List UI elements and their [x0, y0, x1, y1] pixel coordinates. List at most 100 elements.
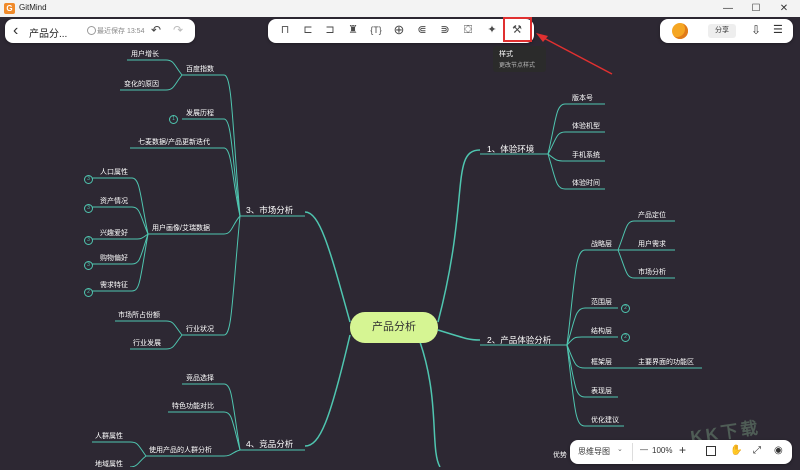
image-icon[interactable]: ⛋	[463, 24, 473, 36]
node-user-portrait[interactable]: 用户画像/艾瑞数据	[152, 225, 210, 232]
layout-icon[interactable]	[706, 446, 716, 456]
insert-child-icon[interactable]: ⊏	[303, 24, 313, 36]
node-user-growth[interactable]: 用户增长	[131, 51, 159, 58]
link-root-b3	[304, 211, 351, 323]
zoom-out-button[interactable]: —	[640, 445, 648, 454]
link-b1-c1	[547, 103, 605, 155]
node-industry[interactable]: 行业状况	[186, 326, 214, 333]
view-mode-select[interactable]: 思维导图	[578, 447, 610, 456]
link-strategy-c3	[617, 249, 675, 279]
add-icon[interactable]: ⊕	[393, 22, 405, 37]
node-optimize[interactable]: 优化建议	[591, 417, 619, 424]
fullscreen-icon[interactable]: ⤢	[753, 445, 761, 456]
node-qimai[interactable]: 七麦数据/产品更新迭代	[138, 139, 210, 146]
link-portrait-c1	[92, 177, 149, 235]
link-b2-optimize	[566, 344, 624, 427]
node-framework-child[interactable]: 主要界面的功能区	[638, 359, 694, 366]
collapse-badge-scope[interactable]: 2	[621, 304, 630, 313]
collapse-badge-history[interactable]: 1	[169, 115, 178, 124]
link-b1-c2	[547, 131, 605, 155]
node-interests[interactable]: 兴趣爱好	[100, 230, 128, 237]
preview-eye-icon[interactable]: ◉	[774, 445, 783, 456]
collapse-badge-demand[interactable]: 2	[84, 288, 93, 297]
share-button[interactable]: 分享	[708, 24, 736, 38]
node-framework[interactable]: 框架层	[591, 359, 612, 366]
node-advantage[interactable]: 优势	[553, 452, 567, 459]
branch-node-product-analysis[interactable]: 2、产品体验分析	[487, 335, 552, 345]
branch-node-competitor[interactable]: 4、竞品分析	[246, 439, 294, 449]
link-root-b4	[304, 334, 351, 447]
magic-icon[interactable]: ✦	[487, 24, 497, 36]
redo-icon[interactable]: ↷	[173, 23, 184, 37]
node-market[interactable]: 市场分析	[638, 269, 666, 276]
node-history[interactable]: 发展历程	[186, 110, 214, 117]
link-root-b1	[437, 149, 481, 323]
collapse-badge-demographics[interactable]: 3	[84, 175, 93, 184]
link-portrait-c3	[92, 233, 149, 240]
node-feature-compare[interactable]: 特色功能对比	[172, 403, 214, 410]
node-industry-dev[interactable]: 行业发展	[133, 340, 161, 347]
summary-icon[interactable]: {T}	[370, 25, 382, 35]
link-baidu-c1	[127, 59, 183, 76]
node-version[interactable]: 版本号	[572, 95, 593, 102]
node-demographics[interactable]: 人口属性	[100, 169, 128, 176]
link-portrait-c5	[92, 233, 149, 292]
tooltip-desc: 更改节点样式	[499, 63, 536, 69]
zoom-in-button[interactable]: +	[679, 443, 687, 457]
relation-icon[interactable]: ⋐	[417, 24, 427, 36]
node-structure[interactable]: 结构层	[591, 328, 612, 335]
menu-icon[interactable]: ☰	[773, 24, 783, 36]
collapse-badge-shopping[interactable]: 3	[84, 261, 93, 270]
collapse-badge-assets[interactable]: 3	[84, 204, 93, 213]
branch-node-market-analysis[interactable]: 3、市场分析	[246, 205, 294, 215]
back-button[interactable]: ‹	[13, 22, 19, 39]
link-b3-qimai	[130, 147, 241, 217]
node-time[interactable]: 体验时间	[572, 180, 600, 187]
node-competitor-select[interactable]: 竞品选择	[186, 375, 214, 382]
node-region-attr[interactable]: 地域属性	[95, 461, 123, 468]
collapse-badge-interests[interactable]: 3	[84, 236, 93, 245]
node-surface[interactable]: 表现层	[591, 388, 612, 395]
outline-icon[interactable]: ⋑	[440, 24, 450, 36]
style-icon[interactable]: ⚒	[512, 24, 522, 36]
insert-sibling-icon[interactable]: ⊐	[325, 24, 335, 36]
node-user-needs[interactable]: 用户需求	[638, 241, 666, 248]
node-user-group[interactable]: 使用产品的人群分析	[149, 447, 212, 454]
branch-node-experience-env[interactable]: 1、体验环境	[487, 144, 535, 154]
link-industry-c2	[130, 334, 183, 350]
node-change-reason[interactable]: 变化的原因	[124, 81, 159, 88]
tooltip-title: 样式	[499, 51, 513, 58]
planet-avatar-icon[interactable]	[672, 23, 688, 39]
node-demand[interactable]: 需求特征	[100, 282, 128, 289]
link-b4-sub2	[129, 455, 147, 467]
undo-icon[interactable]: ↶	[151, 23, 162, 37]
node-positioning[interactable]: 产品定位	[638, 212, 666, 219]
hand-tool-icon[interactable]: ✋	[730, 445, 743, 456]
export-icon[interactable]: ⇩	[751, 23, 762, 37]
minimize-button[interactable]: —	[723, 3, 733, 14]
link-root-b2	[437, 329, 481, 341]
document-title[interactable]: 产品分...	[29, 29, 68, 40]
divider	[632, 443, 633, 461]
chevron-down-icon: ⌄	[617, 446, 623, 453]
link-strategy-c1	[617, 220, 675, 251]
format-painter-icon[interactable]: ♜	[348, 24, 358, 36]
node-strategy[interactable]: 战略层	[591, 241, 612, 248]
insert-parent-icon[interactable]: ⊓	[280, 24, 290, 36]
mindmap-root-node[interactable]: 产品分析	[350, 312, 438, 343]
link-b4-sub1	[92, 441, 147, 457]
link-b4-c1	[182, 383, 241, 451]
node-scope[interactable]: 范围层	[591, 299, 612, 306]
node-market-share[interactable]: 市场所占份额	[118, 312, 160, 319]
node-crowd-attr[interactable]: 人群属性	[95, 433, 123, 440]
node-device[interactable]: 体验机型	[572, 123, 600, 130]
collapse-badge-structure[interactable]: 2	[621, 333, 630, 342]
node-os[interactable]: 手机系统	[572, 152, 600, 159]
node-assets[interactable]: 资产情况	[100, 198, 128, 205]
node-shopping[interactable]: 购物偏好	[100, 255, 128, 262]
close-button[interactable]: ✕	[779, 3, 789, 14]
maximize-button[interactable]: ☐	[751, 3, 761, 14]
node-baidu-index[interactable]: 百度指数	[186, 66, 214, 73]
save-status-icon	[87, 26, 96, 35]
